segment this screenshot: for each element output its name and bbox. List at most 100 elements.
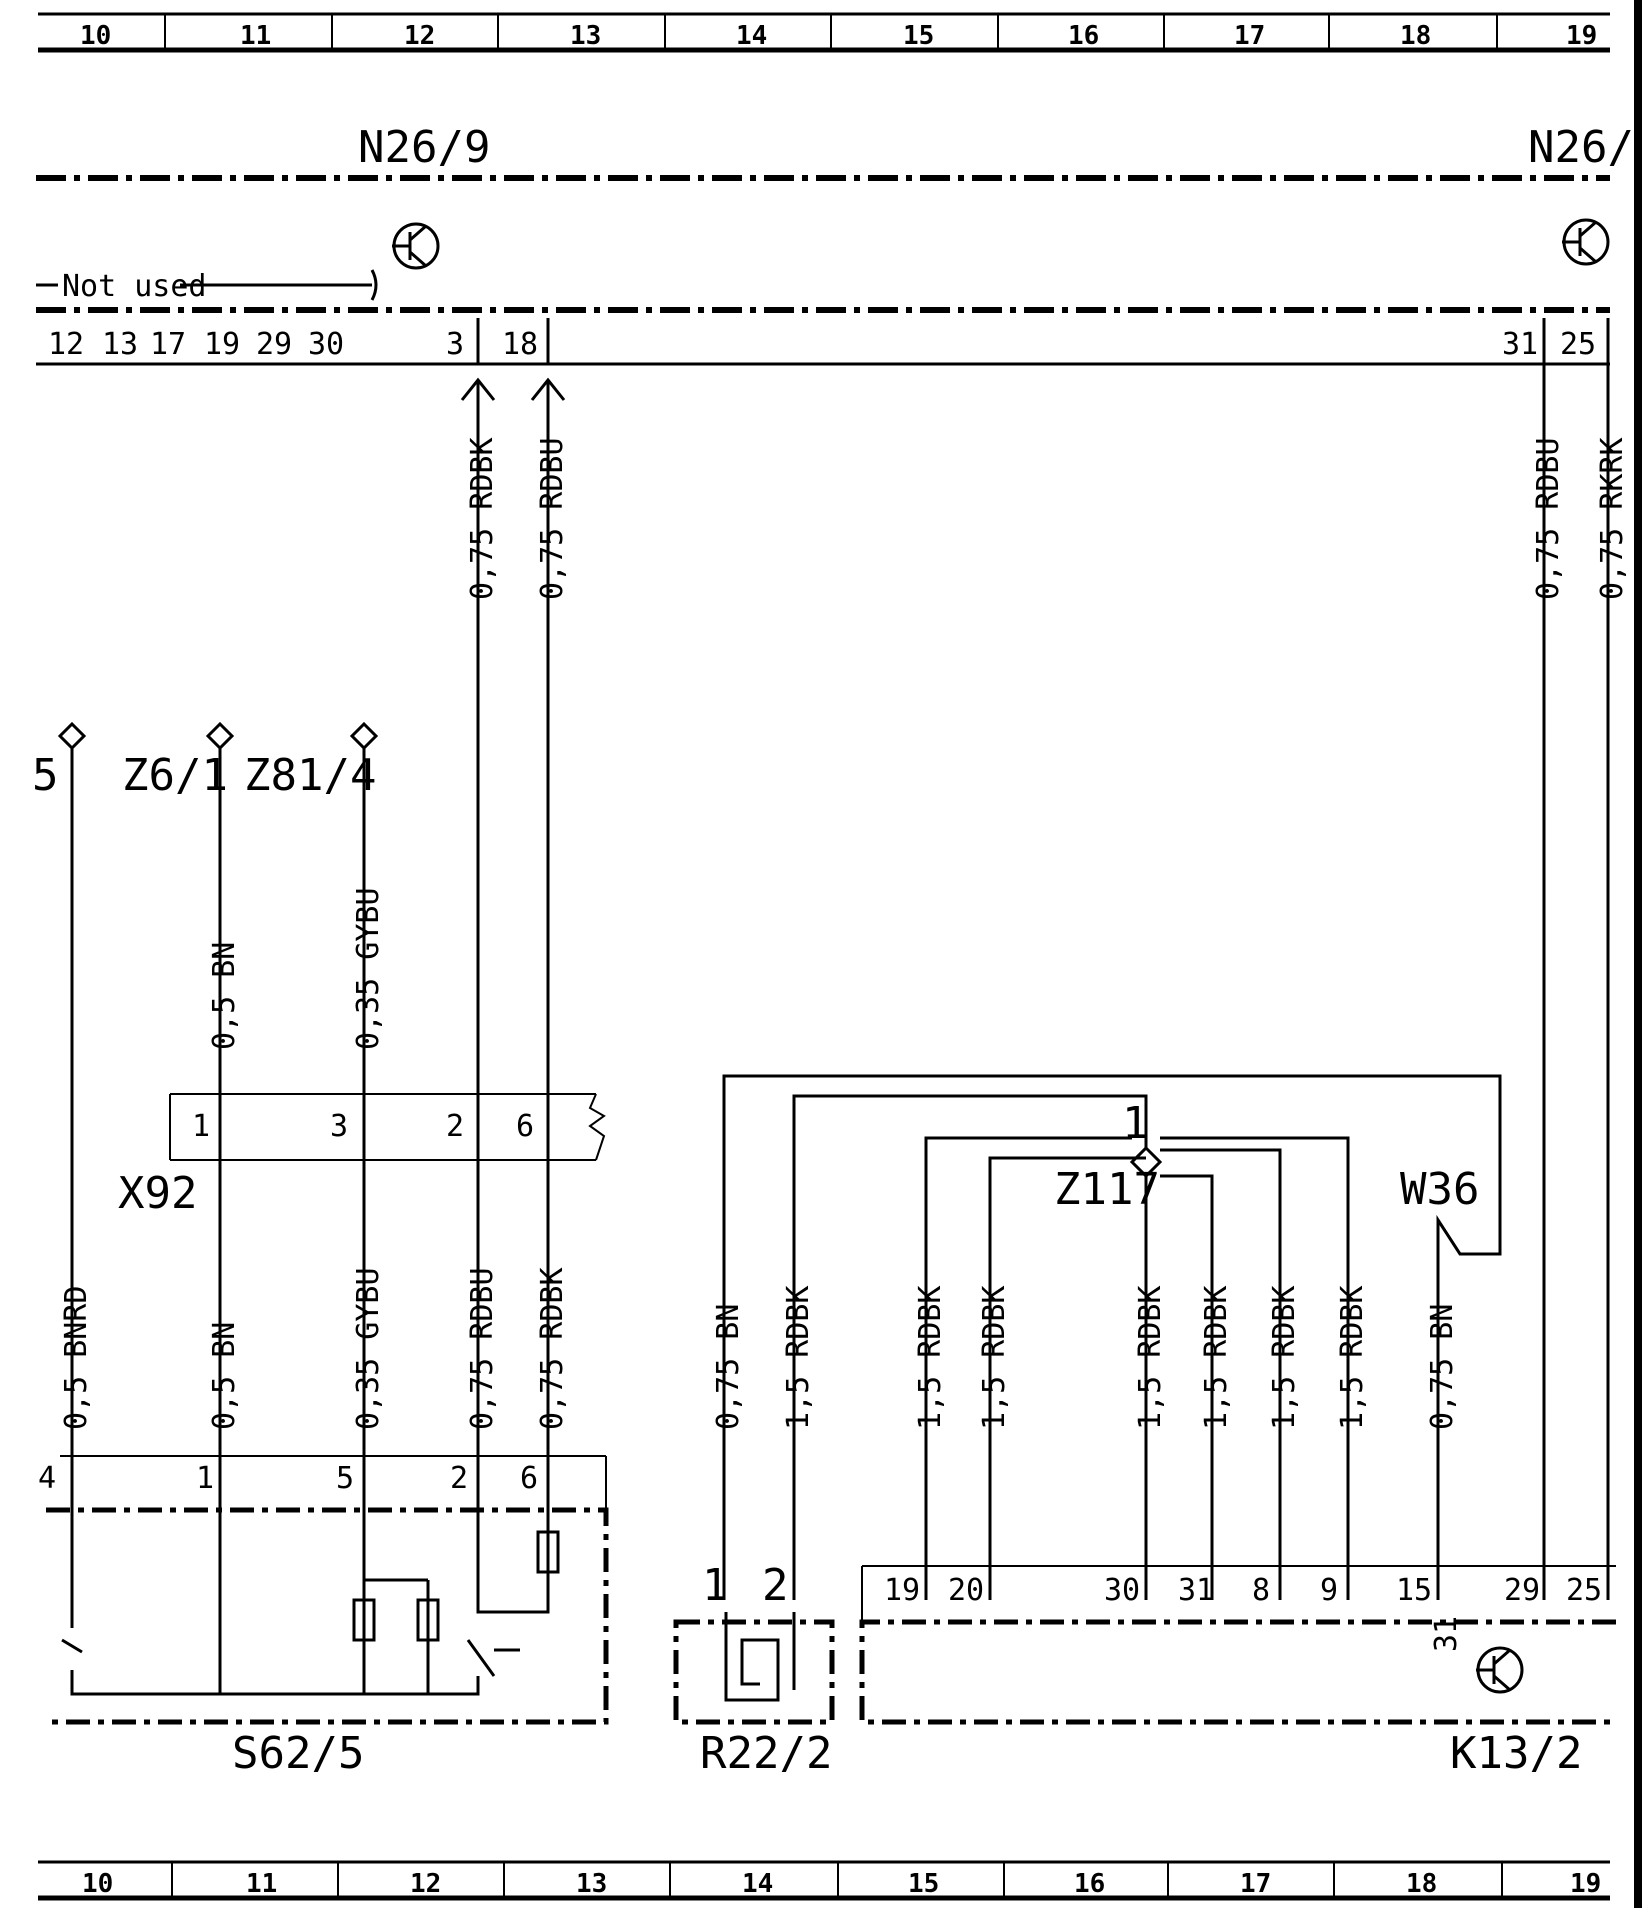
wire-z117-branches [924,1136,1350,1290]
x92-pin-1: 1 [192,1109,210,1144]
top-col-18: 18 [1400,21,1431,51]
wire-label-k13-8: 1,5 RDBK [1267,1286,1302,1431]
wire-label-w36-k13: 0,75 BN [1425,1304,1460,1430]
module-n26-9-label: N26/9 [358,122,490,173]
wire-label-x92-s62-1: 0,5 BN [207,1322,242,1430]
ground-point-z6-1: Z6/1 [122,721,235,801]
top-col-10: 10 [80,21,111,51]
svg-text:Z81/4: Z81/4 [244,750,376,801]
connector-x92: 1 3 2 6 X92 [118,1093,606,1219]
bottom-col-18: 18 [1406,1869,1437,1899]
x92-pin-2: 2 [446,1109,464,1144]
k13-ground-tag: 31 [1429,1616,1464,1652]
wire-label-k13-19: 1,5 RDBK [913,1286,948,1431]
top-col-13: 13 [570,21,601,51]
bottom-col-11: 11 [246,1869,277,1899]
bottom-grid-ruler: 10 11 12 13 14 15 16 17 18 19 [38,1860,1610,1901]
k13-pin-31: 31 [1178,1573,1214,1608]
wire-label-x92-s62-2: 0,75 RDBU [465,1267,500,1430]
top-grid-ruler: 10 11 12 13 14 15 16 17 18 19 [38,12,1610,53]
x92-pin-3: 3 [330,1109,348,1144]
z117-pin: 1 [1122,1098,1149,1149]
n26-pin-18: 18 [502,327,538,362]
ground-point-z81-4: Z81/4 [244,721,379,801]
k13-pin-15: 15 [1396,1573,1432,1608]
splice-z117: 1 Z117 W36 [1054,1098,1479,1215]
top-col-14: 14 [736,21,767,51]
s62-pin-5: 5 [336,1461,354,1496]
wire-label-n26-right-b: 0,75 RKRK [1595,437,1630,600]
top-col-16: 16 [1068,21,1099,51]
top-col-19: 19 [1566,21,1597,51]
svg-text:5: 5 [32,750,59,801]
wire-label-k13-30: 1,5 RDBK [1133,1286,1168,1431]
module-s62-5: 4 1 5 2 6 S62/5 [38,1455,609,1779]
wire-label-p5-s62: 0,5 BNRD [59,1286,94,1431]
top-col-17: 17 [1234,21,1265,51]
bottom-col-17: 17 [1240,1869,1271,1899]
ground-point-5: 5 [32,721,87,801]
wire-label-n26-right-a: 0,75 RDBU [1531,437,1566,600]
module-k13-2: 19 20 30 31 8 9 15 29 25 31 K13/2 [859,1565,1616,1779]
s62-pin-6: 6 [520,1461,538,1496]
transistor-icon [392,222,440,270]
unused-pin-17: 17 [150,327,186,362]
transistor-icon [1476,1646,1524,1694]
bottom-col-12: 12 [410,1869,441,1899]
unused-pin-30: 30 [308,327,344,362]
module-r22-2: 1 2 R22/2 [673,1560,835,1779]
wire-label-x92-s62-6: 0,75 RDBK [535,1267,570,1430]
wire-k13-drops [722,1290,1440,1600]
s62-pin-1: 1 [196,1461,214,1496]
unused-pin-29: 29 [256,327,292,362]
wire-label-x92-s62-3: 0,35 GYBU [351,1267,386,1430]
wire-label-n26-x92-a: 0,75 RDBK [465,437,500,600]
x92-label: X92 [118,1168,197,1219]
r22-pin-2: 2 [762,1560,789,1611]
n26-pin-31: 31 [1502,327,1538,362]
module-n26-right-label: N26/ [1528,122,1634,173]
x92-pin-6: 6 [516,1109,534,1144]
unused-pin-19: 19 [204,327,240,362]
unused-pin-13: 13 [102,327,138,362]
bottom-col-10: 10 [82,1869,113,1899]
wire-label-k13-20: 1,5 RDBK [977,1286,1012,1431]
wire-label-r22-1: 0,75 BN [711,1304,746,1430]
module-n26-9: N26/9 N26/ Not used 12 13 17 19 29 30 [36,122,1634,366]
connector-arrow-icon [530,377,566,401]
transistor-icon [1562,218,1610,266]
top-col-11: 11 [240,21,271,51]
s62-label: S62/5 [232,1728,364,1779]
z117-label: Z117 [1054,1164,1160,1215]
top-col-15: 15 [903,21,934,51]
w36-label: W36 [1400,1164,1479,1215]
k13-pin-25: 25 [1566,1573,1602,1608]
r22-label: R22/2 [700,1728,832,1779]
k13-label: K13/2 [1450,1728,1582,1779]
unused-pin-12: 12 [48,327,84,362]
wire-label-n26-x92-b: 0,75 RDBU [535,437,570,600]
k13-pin-9: 9 [1320,1573,1338,1608]
connector-arrow-icon [460,377,496,401]
wire-label-r22-2: 1,5 RDBK [781,1286,816,1431]
k13-pin-19: 19 [884,1573,920,1608]
wire-r22-1-loop [722,1074,1502,1290]
k13-pin-30: 30 [1104,1573,1140,1608]
wire-label-k13-9: 1,5 RDBK [1335,1286,1370,1431]
wire-label-z6-x92: 0,5 BN [207,942,242,1050]
bottom-col-19: 19 [1570,1869,1601,1899]
bottom-col-13: 13 [576,1869,607,1899]
wire-label-z81-x92: 0,35 GYBU [351,887,386,1050]
k13-pin-29: 29 [1504,1573,1540,1608]
k13-pin-20: 20 [948,1573,984,1608]
bottom-col-15: 15 [908,1869,939,1899]
s62-pin-4: 4 [38,1461,56,1496]
wire-r22-2 [792,1094,1148,1290]
bottom-col-16: 16 [1074,1869,1105,1899]
svg-text:Z6/1: Z6/1 [122,750,228,801]
wire-label-k13-31: 1,5 RDBK [1199,1286,1234,1431]
s62-pin-2: 2 [450,1461,468,1496]
k13-pin-8: 8 [1252,1573,1270,1608]
bottom-col-14: 14 [742,1869,773,1899]
